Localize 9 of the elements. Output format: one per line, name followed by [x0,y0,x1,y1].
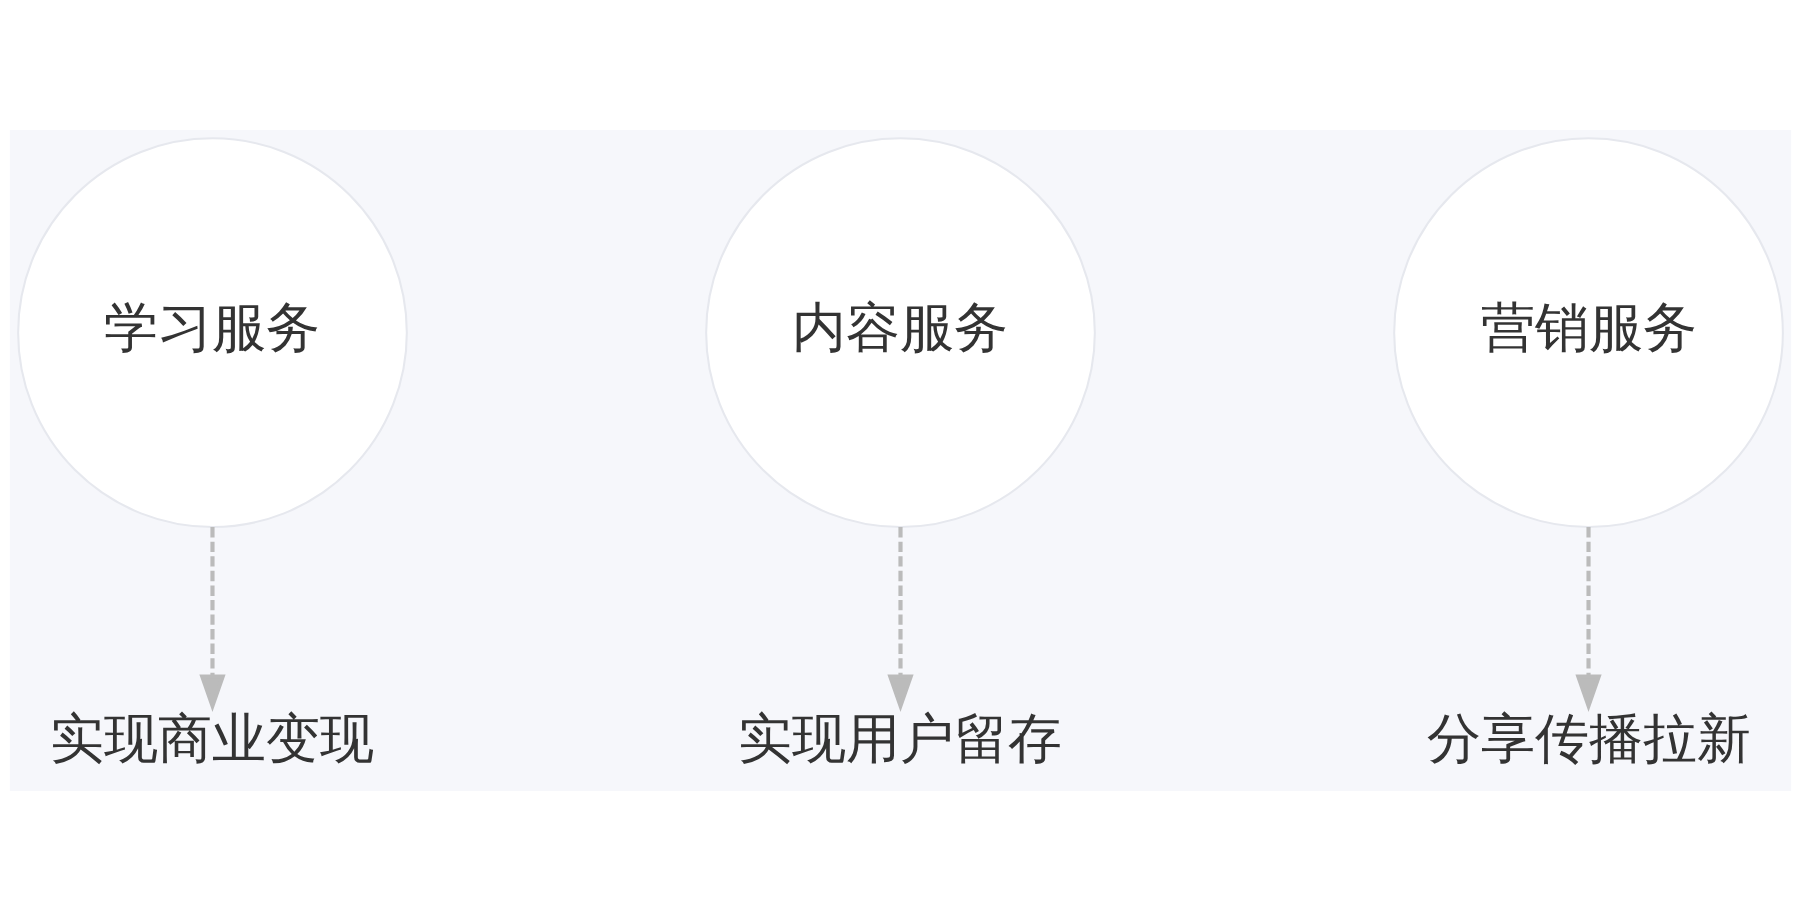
node-text: 实现用户留存 [738,706,1062,770]
node-circle: 内容服务 [704,136,1096,528]
arrow [886,526,914,712]
node-circle: 营销服务 [1392,136,1784,528]
node-circle: 学习服务 [16,136,408,528]
node-text: 实现商业变现 [49,706,374,770]
arrow [1574,526,1602,712]
node-text: 分享传播拉新 [1426,706,1751,770]
arrow [198,526,226,712]
